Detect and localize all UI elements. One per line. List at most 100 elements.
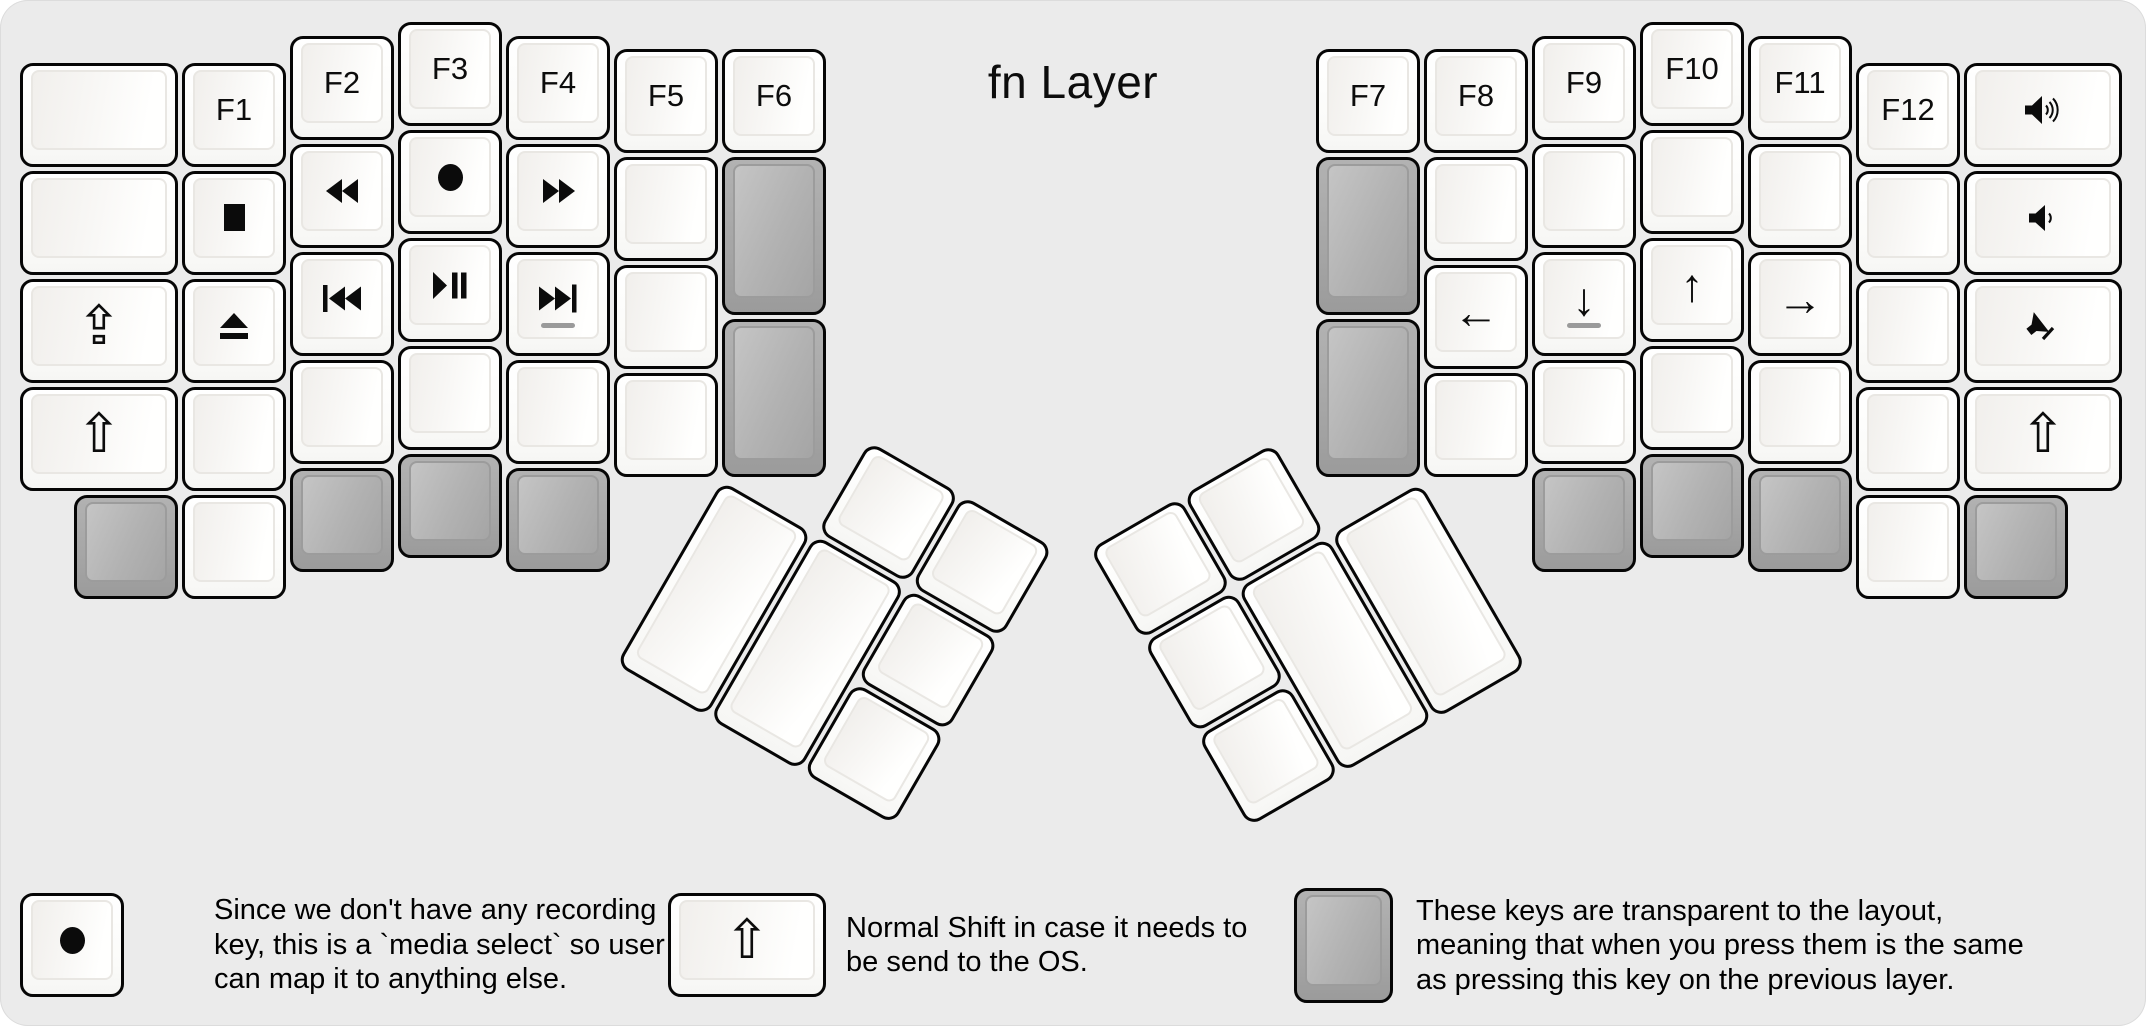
key-blank[interactable]: [1640, 346, 1744, 450]
key-blank[interactable]: [614, 265, 718, 369]
key-blank[interactable]: [1532, 359, 1636, 464]
keycap-top: [1975, 501, 2057, 582]
keycap-top: [625, 380, 707, 460]
mute-icon: [2026, 310, 2060, 342]
record-icon: [59, 926, 85, 954]
keycap-top: →: [1759, 258, 1841, 339]
key-blank[interactable]: [290, 359, 394, 464]
key-blank[interactable]: [1748, 143, 1852, 248]
key-shift[interactable]: ⇧: [1964, 386, 2122, 491]
key-transparent[interactable]: [74, 494, 178, 599]
key-transparent[interactable]: [1316, 157, 1420, 315]
keycap-top: [517, 474, 599, 555]
keycap-top: [1435, 380, 1517, 460]
arrow-down-icon: ↓: [1572, 272, 1596, 325]
key-shift[interactable]: ⇧: [20, 386, 178, 491]
shift-icon: ⇧: [724, 910, 770, 970]
legend-text: Since we don't have any recording key, t…: [214, 894, 665, 996]
key-f10[interactable]: F10: [1640, 22, 1744, 126]
key-f6[interactable]: F6: [722, 49, 826, 153]
key-label: F9: [1565, 64, 1603, 100]
keycap-top: [1867, 177, 1949, 258]
key-transparent[interactable]: [1640, 454, 1744, 558]
key-label: F3: [431, 51, 469, 86]
legend-key-shift: ⇧: [668, 893, 826, 997]
key-next-track[interactable]: [506, 251, 610, 356]
key-arrow-down[interactable]: ↓: [1532, 251, 1636, 356]
key-record[interactable]: [398, 130, 502, 234]
keycap-top: [517, 150, 599, 231]
keycap-top: [193, 393, 275, 474]
key-f12[interactable]: F12: [1856, 62, 1960, 167]
key-transparent[interactable]: [1964, 494, 2068, 599]
key-blank[interactable]: [614, 373, 718, 477]
keycap-top: ↑: [1651, 245, 1733, 325]
key-transparent[interactable]: [1316, 319, 1420, 477]
key-blank[interactable]: [1856, 170, 1960, 275]
keycap-top: [301, 258, 383, 339]
key-label: F1: [215, 91, 253, 127]
key-blank[interactable]: [1640, 130, 1744, 234]
key-blank[interactable]: [182, 494, 286, 599]
key-arrow-right[interactable]: →: [1748, 251, 1852, 356]
key-label: F10: [1665, 51, 1719, 86]
keycap-top: F11: [1759, 42, 1841, 123]
keycap-top: [733, 164, 815, 298]
key-eject[interactable]: [182, 278, 286, 383]
key-play-pause[interactable]: [398, 238, 502, 342]
legend-key-transparent: [1294, 888, 1393, 1003]
key-blank[interactable]: [1424, 157, 1528, 261]
key-transparent[interactable]: [1532, 467, 1636, 572]
key-blank[interactable]: [1748, 359, 1852, 464]
keycap-top: F2: [301, 42, 383, 123]
key-transparent[interactable]: [1748, 467, 1852, 572]
key-f4[interactable]: F4: [506, 35, 610, 140]
key-transparent[interactable]: [506, 467, 610, 572]
key-blank[interactable]: [1856, 386, 1960, 491]
key-transparent[interactable]: [290, 467, 394, 572]
keycap-top: [1327, 326, 1409, 460]
next-track-icon: [539, 284, 577, 313]
key-f9[interactable]: F9: [1532, 35, 1636, 140]
key-f3[interactable]: F3: [398, 22, 502, 126]
key-transparent[interactable]: [722, 319, 826, 477]
legend-item-transparent: These keys are transparent to the layout…: [1294, 888, 2056, 1003]
keycap-top: [1195, 455, 1307, 566]
key-rewind[interactable]: [290, 143, 394, 248]
key-blank[interactable]: [20, 62, 178, 167]
key-arrow-left[interactable]: ←: [1424, 265, 1528, 369]
key-f8[interactable]: F8: [1424, 49, 1528, 153]
keycap-top: [625, 272, 707, 352]
keycap-top: [1867, 285, 1949, 366]
key-blank[interactable]: [182, 386, 286, 491]
key-blank[interactable]: [398, 346, 502, 450]
key-blank[interactable]: [1532, 143, 1636, 248]
keycap-top: [31, 69, 167, 150]
key-f11[interactable]: F11: [1748, 35, 1852, 140]
keycap-top: F7: [1327, 56, 1409, 136]
key-blank[interactable]: [506, 359, 610, 464]
keycap-top: F5: [625, 56, 707, 136]
key-blank[interactable]: [1856, 278, 1960, 383]
key-f7[interactable]: F7: [1316, 49, 1420, 153]
key-blank[interactable]: [1856, 494, 1960, 599]
key-f2[interactable]: F2: [290, 35, 394, 140]
key-transparent[interactable]: [398, 454, 502, 558]
key-f5[interactable]: F5: [614, 49, 718, 153]
key-blank[interactable]: [1424, 373, 1528, 477]
key-fast-forward[interactable]: [506, 143, 610, 248]
key-blank[interactable]: [20, 170, 178, 275]
key-transparent[interactable]: [722, 157, 826, 315]
key-mute[interactable]: [1964, 278, 2122, 383]
key-volume-down[interactable]: [1964, 170, 2122, 275]
key-arrow-up[interactable]: ↑: [1640, 238, 1744, 342]
key-volume-up[interactable]: [1964, 62, 2122, 167]
key-caps-lock[interactable]: ⇪: [20, 278, 178, 383]
key-stop[interactable]: [182, 170, 286, 275]
key-prev-track[interactable]: [290, 251, 394, 356]
keycap-top: F4: [517, 42, 599, 123]
legend-text: Normal Shift in case it needs to be send…: [846, 911, 1248, 979]
key-blank[interactable]: [614, 157, 718, 261]
key-f1[interactable]: F1: [182, 62, 286, 167]
